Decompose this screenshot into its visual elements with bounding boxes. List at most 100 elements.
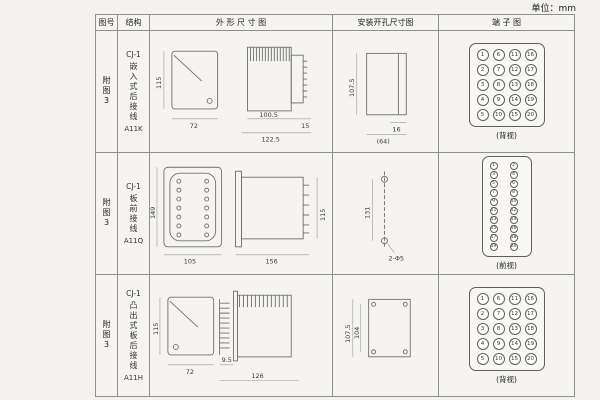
dim-front-height: 149 — [150, 206, 157, 218]
terminal-pin: 15 — [489, 225, 498, 233]
terminal-pin: 15 — [508, 108, 521, 121]
terminal-pin: 16 — [524, 48, 537, 61]
col-header-terminal: 端 子 图 — [491, 18, 522, 27]
terminal-pin: 11 — [489, 207, 498, 215]
dim-front-width: 72 — [190, 121, 198, 129]
terminal-pin: 2 — [476, 63, 489, 76]
dim-body-depth: 156 — [265, 257, 277, 265]
fig-no-label: 附图3 — [102, 320, 111, 351]
outline-drawing-a11h: 115 72 9.5 126 — [152, 290, 300, 381]
structure-label: 板前接线 — [129, 194, 138, 234]
terminal-pin: 1 — [476, 292, 489, 305]
terminal-pin: 20 — [509, 243, 518, 251]
dim-mount-height: 107.5 — [348, 78, 356, 96]
terminal-pin: 13 — [489, 216, 498, 224]
terminal-pin: 8 — [492, 78, 505, 91]
model-label: CJ-1 — [126, 182, 141, 191]
terminal-pin: 10 — [492, 108, 505, 121]
dim-mount-w1: 16 — [392, 125, 400, 133]
table-header-row: 图号 结构 外 形 尺 寸 图 安装开孔尺寸图 端 子 图 — [96, 15, 574, 31]
mounting-cell: 131 2-Φ5 — [333, 153, 439, 274]
terminal-pin: 4 — [476, 337, 489, 350]
terminal-pin: 19 — [524, 93, 537, 106]
structure-label: 凸出式板后接线 — [129, 301, 138, 371]
terminal-pin: 8 — [492, 322, 505, 335]
dim-body-depth: 100.5 — [259, 110, 277, 118]
table-row-a11h: 附图3 CJ-1 凸出式板后接线 A11H 1 15 72 9.5 — [96, 275, 574, 396]
terminal-pin: 4 — [509, 171, 518, 179]
code-label: A11Q — [123, 237, 144, 245]
terminal-pin: 6 — [509, 180, 518, 188]
terminal-pin: 18 — [524, 78, 537, 91]
terminal-pin: 6 — [492, 48, 505, 61]
terminal-pin: 6 — [492, 292, 505, 305]
terminal-pin: 9 — [492, 337, 505, 350]
code-label: A11H — [124, 374, 143, 382]
unit-label: 单位：mm — [531, 4, 576, 14]
mounting-cell: 107.5 16 (64) — [333, 31, 439, 152]
terminal-pin: 14 — [509, 216, 518, 224]
terminal-pin: 17 — [489, 234, 498, 242]
terminal-pin: 2 — [509, 162, 518, 170]
terminal-pin: 13 — [508, 78, 521, 91]
dim-total-depth: 122.5 — [261, 135, 279, 143]
mounting-drawing-a11q: 131 2-Φ5 — [364, 170, 404, 262]
terminal-pin: 8 — [509, 189, 518, 197]
structure-cell: CJ-1 嵌入式后接线 A11K — [118, 31, 150, 152]
dim-pin-depth: 9.5 — [222, 355, 232, 363]
dim-front-height: 115 — [155, 76, 163, 88]
spec-table: 图号 结构 外 形 尺 寸 图 安装开孔尺寸图 端 子 图 附图3 CJ-1 嵌… — [95, 14, 575, 397]
fig-no-label: 附图3 — [102, 198, 111, 229]
outline-cell: 115 72 100.5 15 122.5 — [150, 31, 333, 152]
fig-no-cell: 附图3 — [96, 31, 118, 152]
dim-hole-spacing: 104 — [353, 326, 361, 338]
terminal-pin: 17 — [524, 307, 537, 320]
terminal-pin: 10 — [492, 352, 505, 365]
terminal-pin: 13 — [508, 322, 521, 335]
fig-no-cell: 附图3 — [96, 153, 118, 274]
terminal-pin: 20 — [524, 352, 537, 365]
col-header-fig-no: 图号 — [96, 15, 118, 30]
terminal-pin: 5 — [489, 180, 498, 188]
model-label: CJ-1 — [126, 289, 141, 298]
terminal-pin: 7 — [492, 307, 505, 320]
terminal-pin: 14 — [508, 337, 521, 350]
terminal-pin: 15 — [508, 352, 521, 365]
terminal-pin: 7 — [492, 63, 505, 76]
col-header-outline: 外 形 尺 寸 图 — [150, 15, 333, 30]
outline-cell: 149 105 156 115 — [150, 153, 333, 274]
terminal-pin: 9 — [489, 198, 498, 206]
terminal-pin: 12 — [508, 63, 521, 76]
fig-no-cell: 附图3 — [96, 275, 118, 396]
dim-tail: 15 — [301, 121, 309, 129]
terminal-pin: 1 — [476, 48, 489, 61]
terminal-pin: 14 — [508, 93, 521, 106]
dim-side-height: 115 — [319, 208, 327, 220]
terminal-pin: 3 — [476, 322, 489, 335]
terminal-pin: 12 — [508, 307, 521, 320]
dim-front-width: 105 — [184, 257, 196, 265]
terminal-pin: 5 — [476, 352, 489, 365]
mounting-cell: 107.5 104 — [333, 275, 439, 396]
col-header-mounting: 安装开孔尺寸图 — [333, 15, 439, 30]
structure-cell: CJ-1 板前接线 A11Q — [118, 153, 150, 274]
outline-drawing-a11q: 149 105 156 115 — [150, 166, 327, 265]
structure-cell: CJ-1 凸出式板后接线 A11H — [118, 275, 150, 396]
terminal-pin: 18 — [509, 234, 518, 242]
terminal-pin: 2 — [476, 307, 489, 320]
terminal-pin: 11 — [508, 48, 521, 61]
terminal-pin: 4 — [476, 93, 489, 106]
terminal-caption: (前视) — [496, 261, 517, 270]
terminal-pin: 19 — [524, 337, 537, 350]
terminal-pin: 9 — [492, 93, 505, 106]
terminal-pin: 7 — [489, 189, 498, 197]
